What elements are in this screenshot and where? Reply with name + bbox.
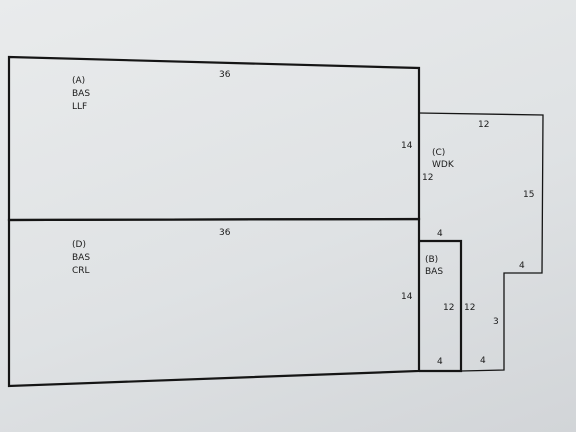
- area-a-dim-top: 36: [219, 70, 231, 80]
- area-d-sub: CRL: [72, 266, 90, 276]
- area-b-dim-right: 12: [443, 303, 454, 313]
- area-a-dim-right: 14: [401, 141, 413, 151]
- area-c-dim-left: 12: [422, 173, 433, 183]
- area-b-type: BAS: [425, 267, 443, 277]
- area-a-sub: LLF: [72, 102, 87, 112]
- area-b-code: (B): [425, 255, 438, 265]
- area-b-dim-top: 4: [437, 229, 443, 239]
- area-c-dim-right: 15: [523, 190, 534, 200]
- area-c-dim-top: 12: [478, 120, 489, 130]
- area-c-code: (C): [432, 148, 445, 158]
- area-d-dim-right: 14: [401, 292, 413, 302]
- area-d-dim-top: 36: [219, 228, 231, 238]
- area-c-type: WDK: [432, 160, 455, 170]
- area-b-dim-outer-right: 3: [493, 317, 499, 327]
- area-b[interactable]: (B) BAS 4 12 4 12 3: [419, 229, 499, 373]
- area-b-dim-outer-left: 12: [464, 303, 475, 313]
- area-c-dim-step: 4: [519, 261, 525, 271]
- area-c-dim-notch-bottom: 4: [480, 356, 486, 366]
- area-a-type: BAS: [72, 89, 90, 99]
- area-d-type: BAS: [72, 253, 90, 263]
- area-c[interactable]: (C) WDK 12 15 12 4 4: [418, 112, 544, 372]
- area-b-dim-bottom: 4: [437, 357, 443, 367]
- area-a-code: (A): [72, 76, 85, 86]
- area-d[interactable]: (D) BAS CRL 36 14: [7, 217, 421, 388]
- area-a[interactable]: (A) BAS LLF 36 14: [7, 55, 421, 222]
- area-d-code: (D): [72, 240, 86, 250]
